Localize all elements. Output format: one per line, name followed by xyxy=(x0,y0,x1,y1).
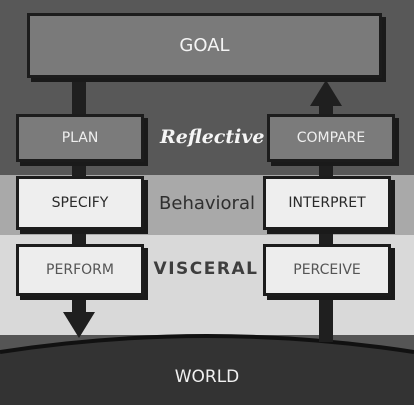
compare-box: COMPARE xyxy=(267,114,395,162)
perceive-box: PERCEIVE xyxy=(263,244,391,296)
interpret-box: INTERPRET xyxy=(263,176,391,230)
world-label: WORLD xyxy=(174,367,240,387)
specify-box: SPECIFY xyxy=(16,176,144,230)
perform-box: PERFORM xyxy=(16,244,144,296)
plan-box: PLAN xyxy=(16,114,144,162)
goal-box: GOAL xyxy=(27,13,382,78)
execution-arrow-head xyxy=(63,312,95,338)
visceral-level-label: VISCERAL xyxy=(153,259,259,279)
behavioral-level-label: Behavioral xyxy=(159,193,255,214)
reflective-level-label: Reflective xyxy=(160,126,265,148)
world-horizon-line xyxy=(0,334,414,354)
world-ground xyxy=(0,336,414,405)
evaluation-arrow-head xyxy=(310,80,342,106)
